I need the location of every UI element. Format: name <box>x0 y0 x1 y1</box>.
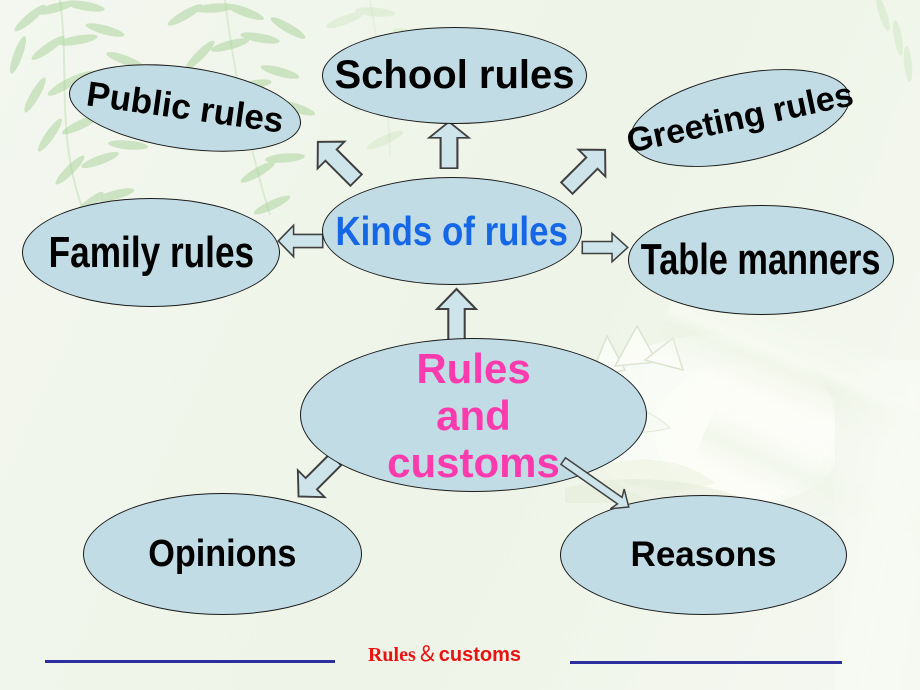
footer-line-left <box>45 660 335 663</box>
root-line-2: and <box>436 391 511 439</box>
node-reasons-label: Reasons <box>630 535 777 574</box>
footer-ampersand: ＆ <box>416 642 438 666</box>
footer-word-customs: customs <box>438 644 522 666</box>
node-public-rules: Public rules <box>63 51 307 165</box>
node-table-manners-label: Table manners <box>641 235 881 284</box>
node-opinions-label: Opinions <box>148 532 297 575</box>
node-family-rules-label: Family rules <box>48 227 254 277</box>
corner-leaves-decoration <box>876 0 913 82</box>
footer-line-right <box>570 661 842 664</box>
node-reasons: Reasons <box>560 495 847 615</box>
footer-word-rules: Rules <box>367 644 416 666</box>
root-line-1: Rules <box>416 344 531 392</box>
node-rules-and-customs-label: Rules and customs <box>387 345 560 486</box>
arrow-to-public-rules-icon <box>316 140 364 188</box>
node-kinds-of-rules: Kinds of rules <box>322 177 582 285</box>
node-greeting-rules-label: Greeting rules <box>623 74 857 161</box>
node-family-rules: Family rules <box>22 198 280 307</box>
light-band-decoration <box>835 360 920 690</box>
arrow-to-table-manners-icon <box>581 231 629 264</box>
arrow-to-family-rules-icon <box>277 223 324 259</box>
node-kinds-of-rules-label: Kinds of rules <box>335 207 569 254</box>
node-school-rules-label: School rules <box>334 53 575 97</box>
footer-title: Rules ＆ customs <box>352 638 537 666</box>
node-table-manners: Table manners <box>628 205 894 315</box>
arrow-to-school-rules-icon <box>426 120 472 169</box>
node-public-rules-label: Public rules <box>84 74 287 141</box>
node-school-rules: School rules <box>322 27 587 124</box>
node-greeting-rules: Greeting rules <box>621 51 859 185</box>
root-line-3: customs <box>387 438 560 486</box>
node-opinions: Opinions <box>83 493 362 615</box>
arrow-to-greeting-rules-icon <box>559 148 607 196</box>
